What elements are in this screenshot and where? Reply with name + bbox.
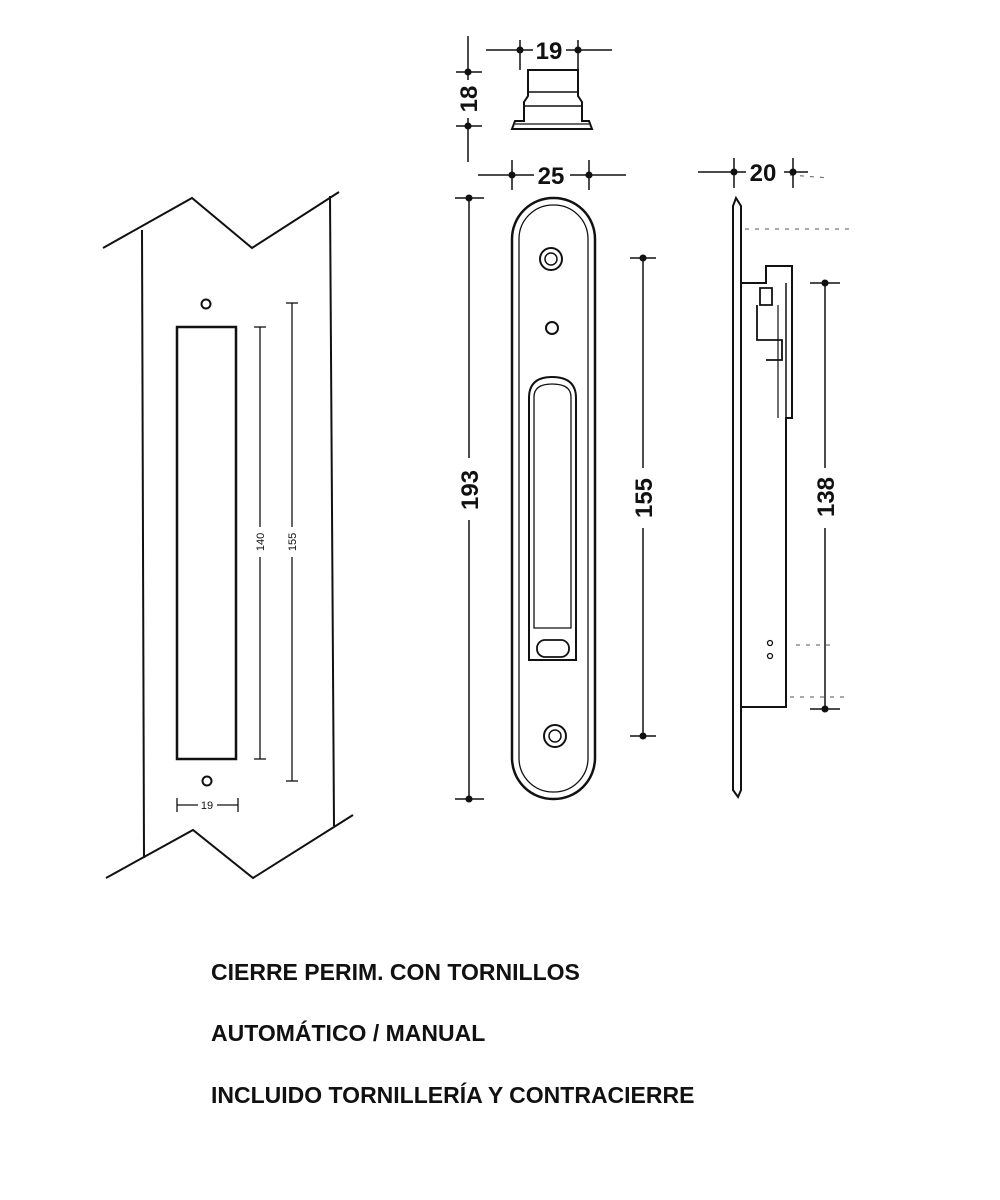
faceplate-hole-spacing-dimension bbox=[630, 254, 656, 740]
caption-operation-mode: AUTOMÁTICO / MANUAL bbox=[211, 1020, 486, 1046]
frame-view bbox=[102, 191, 354, 880]
faceplate-outline bbox=[510, 196, 597, 801]
faceplate-center-hole bbox=[545, 321, 559, 335]
faceplate-bottom-screw-hole bbox=[543, 724, 567, 748]
side-length-dimension bbox=[810, 279, 840, 713]
end-cap-height-label: 18 bbox=[456, 86, 483, 113]
faceplate-latch-bolt bbox=[536, 639, 570, 658]
faceplate-width-dimension bbox=[478, 160, 626, 190]
faceplate-latch-window bbox=[528, 375, 577, 661]
caption-included-parts: INCLUIDO TORNILLERÍA Y CONTRACIERRE bbox=[211, 1082, 695, 1108]
frame-bottom-break-line bbox=[105, 814, 354, 880]
end-cap-width-label: 19 bbox=[536, 38, 563, 65]
side-lock-body bbox=[741, 265, 793, 708]
side-latch-bolt bbox=[756, 287, 783, 361]
faceplate-width-label: 25 bbox=[538, 163, 565, 190]
end-cap-width-dimension bbox=[486, 40, 612, 70]
faceplate-view bbox=[455, 160, 656, 803]
side-length-label: 138 bbox=[813, 477, 840, 517]
frame-left-edge bbox=[141, 229, 145, 859]
faceplate-inner-outline bbox=[518, 204, 589, 793]
end-cap-outline bbox=[510, 69, 594, 130]
frame-hole-spacing-label: 155 bbox=[287, 533, 299, 551]
side-depth-dimension bbox=[698, 158, 808, 188]
technical-drawing: 19 18 25 193 155 20 138 140 155 19 bbox=[102, 36, 850, 880]
frame-slot bbox=[175, 325, 238, 761]
end-cap-height-dimension bbox=[456, 36, 482, 162]
side-depth-label: 20 bbox=[750, 160, 777, 187]
faceplate-length-label: 193 bbox=[457, 470, 484, 510]
caption-product-name: CIERRE PERIM. CON TORNILLOS bbox=[211, 959, 580, 985]
frame-top-hole bbox=[200, 298, 212, 310]
side-view bbox=[698, 158, 850, 800]
frame-slot-width-label: 19 bbox=[201, 800, 213, 812]
side-faceplate-profile bbox=[732, 195, 742, 800]
end-cap-view bbox=[456, 36, 612, 162]
frame-bottom-hole bbox=[201, 775, 213, 787]
faceplate-length-dimension bbox=[455, 194, 484, 803]
frame-right-edge bbox=[329, 195, 335, 827]
faceplate-hole-spacing-label: 155 bbox=[631, 478, 658, 518]
frame-slot-length-label: 140 bbox=[255, 533, 267, 551]
faceplate-top-screw-hole bbox=[539, 247, 563, 271]
frame-top-break-line bbox=[102, 191, 340, 250]
